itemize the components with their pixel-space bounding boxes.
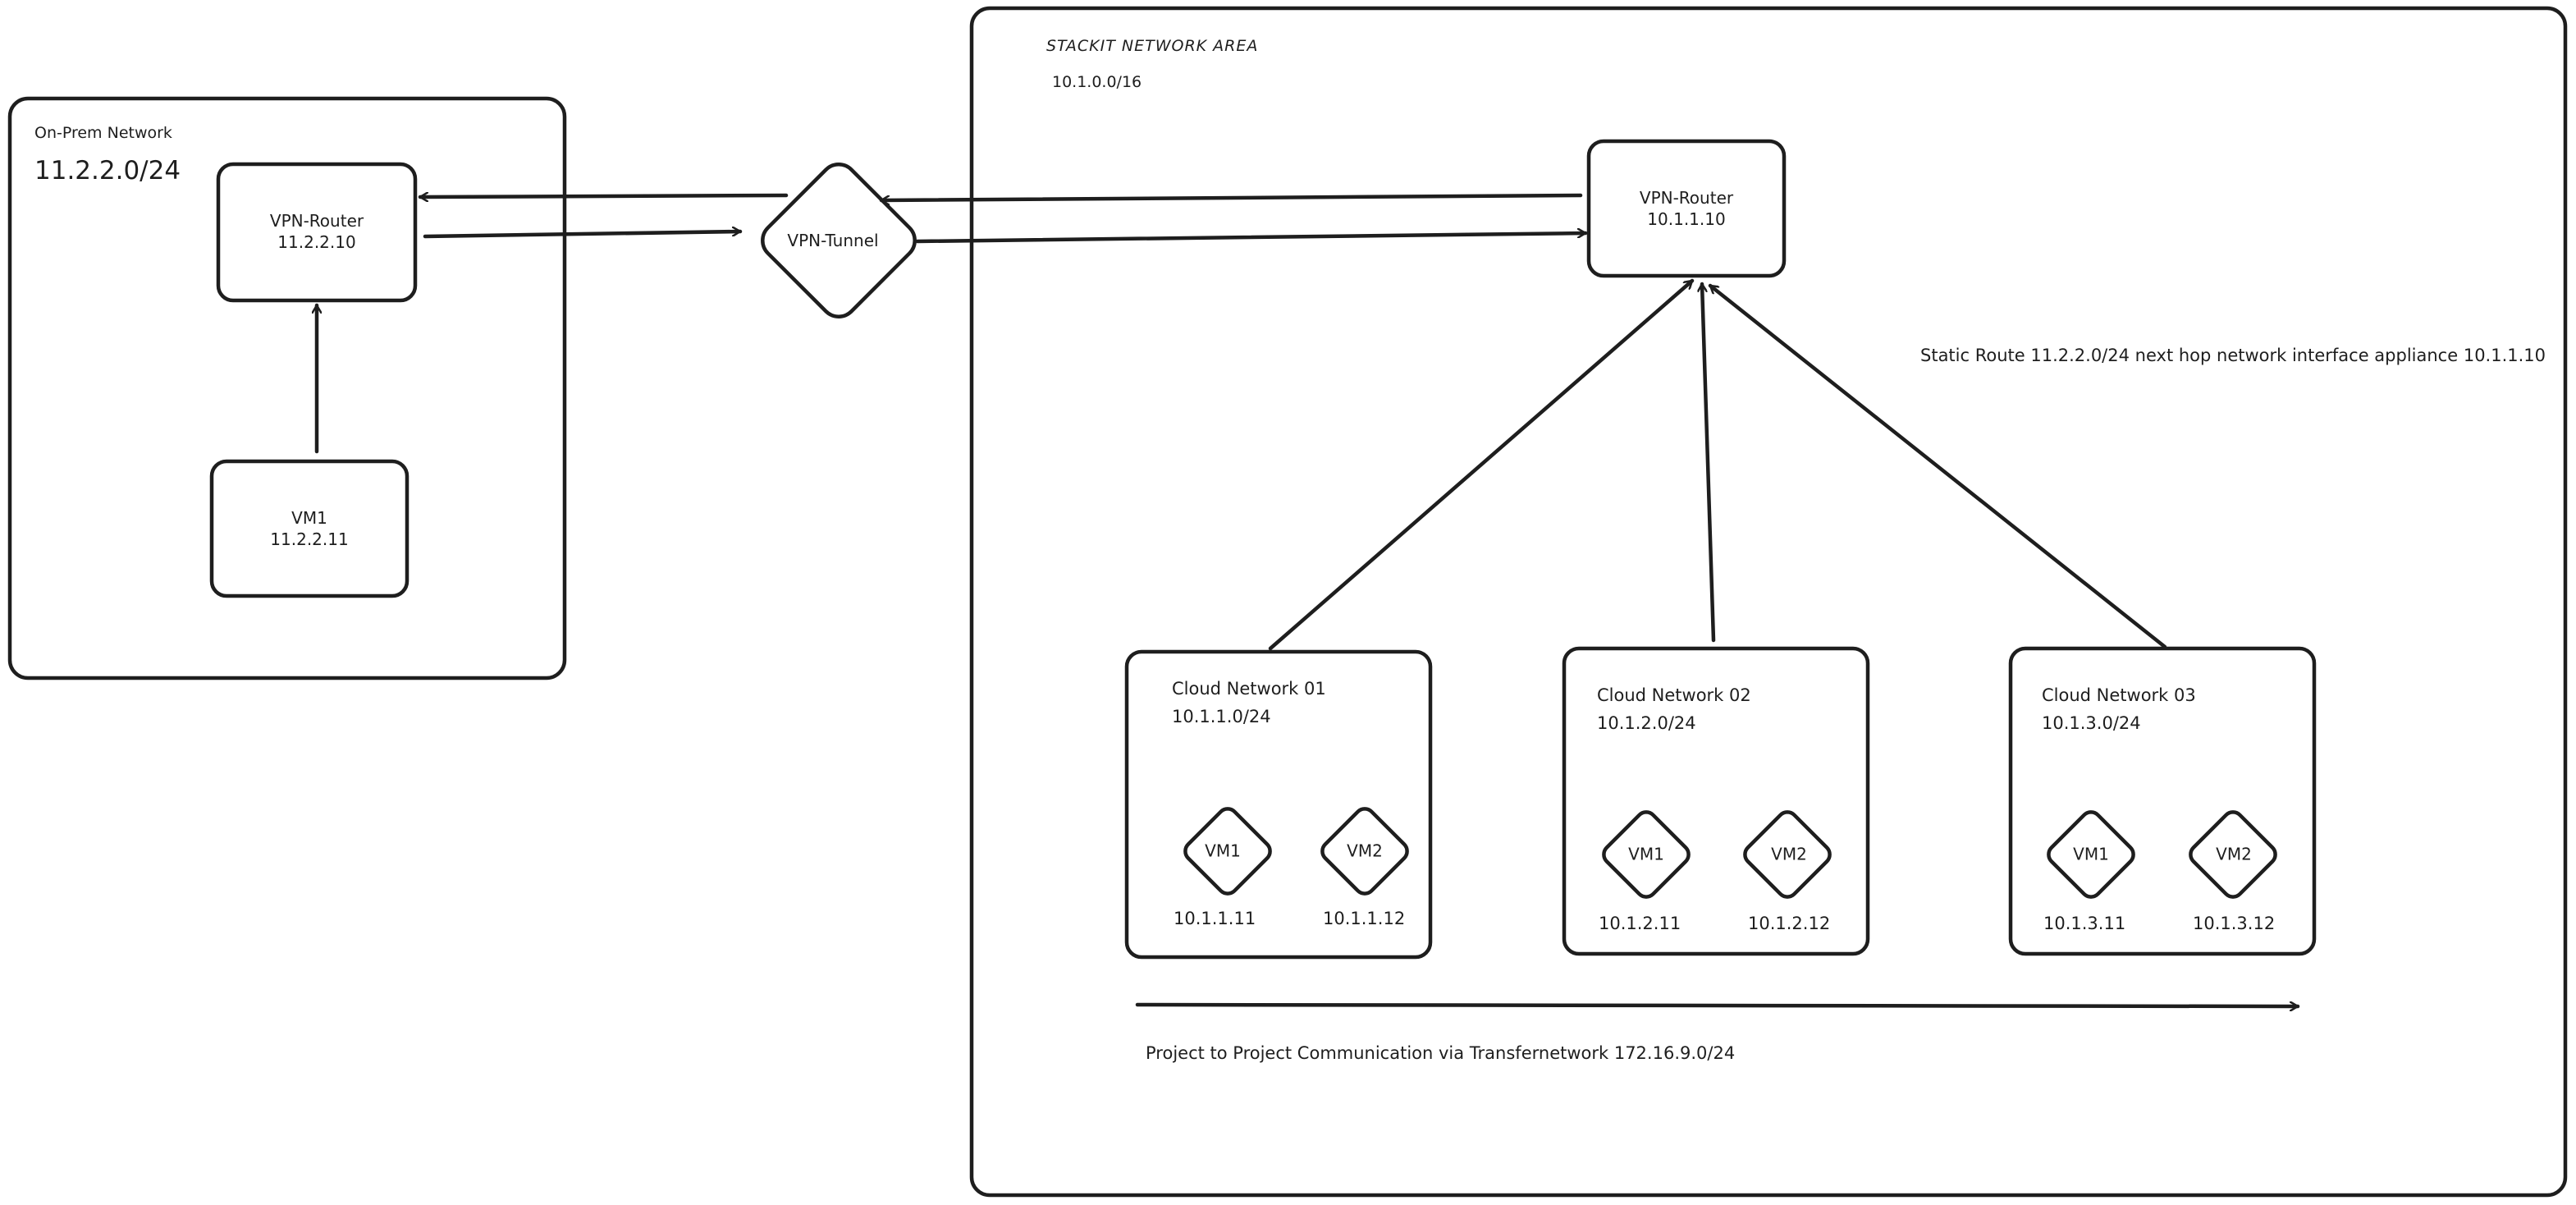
transfernetwork-label: Project to Project Communication via Tra… bbox=[1146, 1043, 1735, 1063]
cloud-network-cidr: 10.1.2.0/24 bbox=[1597, 713, 1696, 733]
vm2-node: VM2 bbox=[2189, 810, 2277, 899]
cloud-network-name: Cloud Network 01 bbox=[1172, 679, 1326, 699]
svg-text:VM1: VM1 bbox=[1205, 841, 1241, 861]
tunnel-to-onprem-router-arrow bbox=[418, 195, 789, 197]
onprem-vm-name: VM1 bbox=[291, 508, 327, 528]
vm1-ip: 10.1.2.11 bbox=[1599, 914, 1681, 933]
svg-text:VM1: VM1 bbox=[2073, 845, 2109, 864]
onprem-vm1: VM1 11.2.2.11 bbox=[209, 459, 410, 598]
svg-text:VM2: VM2 bbox=[1771, 845, 1807, 864]
onprem-vpn-router: VPN-Router 11.2.2.10 bbox=[216, 162, 418, 303]
onprem-cidr: 11.2.2.0/24 bbox=[34, 156, 181, 186]
cloud-network-03: Cloud Network 03 10.1.3.0/24 VM1 VM2 10.… bbox=[2008, 646, 2317, 956]
vm1-ip: 10.1.3.11 bbox=[2043, 914, 2125, 933]
cloud-network-cidr: 10.1.3.0/24 bbox=[2042, 713, 2141, 733]
svg-text:VM2: VM2 bbox=[2216, 845, 2252, 864]
vm2-ip: 10.1.3.12 bbox=[2193, 914, 2275, 933]
vpn-tunnel-label: VPN-Tunnel bbox=[787, 231, 878, 250]
cloud-network-01: Cloud Network 01 10.1.1.0/24 VM1 VM2 10.… bbox=[1124, 649, 1433, 960]
cloud-network-03-to-router-arrow bbox=[1708, 283, 2167, 649]
stackit-cidr: 10.1.0.0/16 bbox=[1052, 73, 1142, 91]
vm1-node: VM1 bbox=[1183, 807, 1272, 896]
stackit-network-area-frame: STACKIT NETWORK AREA 10.1.0.0/16 bbox=[969, 6, 2568, 1198]
onprem-title: On-Prem Network bbox=[34, 124, 172, 142]
stackit-router-name: VPN-Router bbox=[1640, 188, 1734, 208]
onprem-router-ip: 11.2.2.10 bbox=[277, 232, 355, 252]
stackit-router-ip: 10.1.1.10 bbox=[1647, 209, 1725, 229]
vm1-ip: 10.1.1.11 bbox=[1174, 909, 1256, 928]
onprem-router-name: VPN-Router bbox=[270, 211, 364, 231]
vpn-tunnel: VPN-Tunnel bbox=[761, 163, 917, 318]
cloud-network-name: Cloud Network 03 bbox=[2042, 685, 2196, 705]
svg-text:VM2: VM2 bbox=[1347, 841, 1383, 861]
vm2-ip: 10.1.1.12 bbox=[1323, 909, 1405, 928]
cloud-network-02-to-router-arrow bbox=[1702, 282, 1716, 643]
onprem-router-to-tunnel-arrow bbox=[423, 231, 743, 239]
vm2-ip: 10.1.2.12 bbox=[1748, 914, 1830, 933]
transfernetwork-arrow bbox=[1135, 1005, 2300, 1006]
onprem-network-frame: On-Prem Network 11.2.2.0/24 bbox=[7, 96, 567, 680]
stackit-title: STACKIT NETWORK AREA bbox=[1046, 37, 1258, 55]
cloud-network-name: Cloud Network 02 bbox=[1597, 685, 1751, 705]
svg-text:VM1: VM1 bbox=[1628, 845, 1664, 864]
cloud-network-02: Cloud Network 02 10.1.2.0/24 VM1 VM2 10.… bbox=[1562, 646, 1870, 956]
onprem-vm-ip: 11.2.2.11 bbox=[270, 529, 348, 549]
static-route-label: Static Route 11.2.2.0/24 next hop networ… bbox=[1920, 346, 2546, 365]
stackit-router-to-tunnel-arrow bbox=[879, 193, 1583, 200]
stackit-vpn-router: VPN-Router 10.1.1.10 bbox=[1586, 139, 1787, 278]
vm1-node: VM1 bbox=[2047, 810, 2135, 899]
vm2-node: VM2 bbox=[1743, 810, 1832, 899]
vm1-node: VM1 bbox=[1602, 810, 1691, 899]
vm2-node: VM2 bbox=[1320, 807, 1409, 896]
cloud-network-01-to-router-arrow bbox=[1268, 278, 1695, 651]
cloud-network-cidr: 10.1.1.0/24 bbox=[1172, 707, 1271, 726]
tunnel-to-stackit-router-arrow bbox=[915, 233, 1588, 244]
